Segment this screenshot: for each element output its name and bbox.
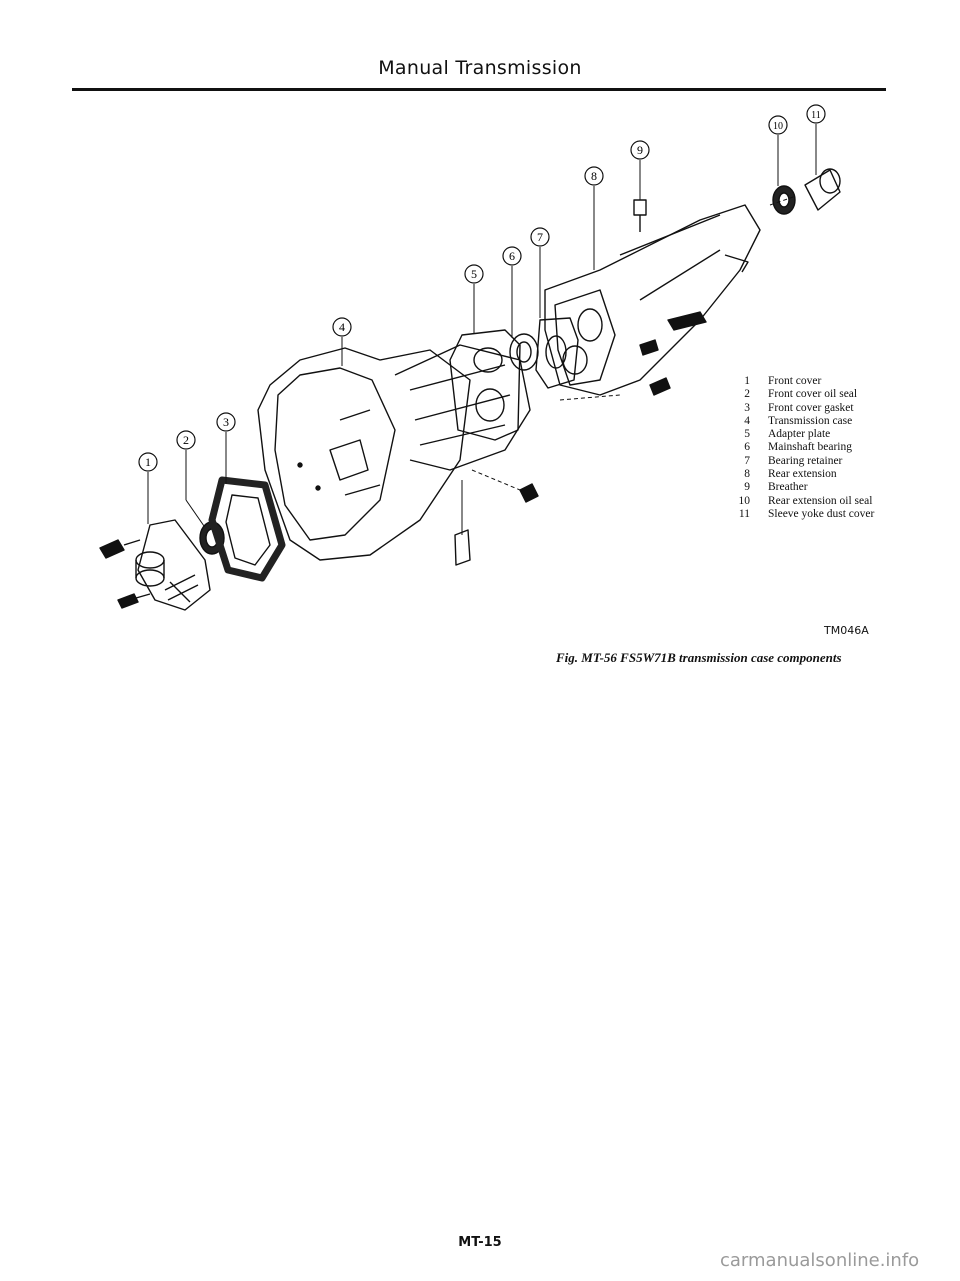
page-header-title: Manual Transmission [378, 57, 582, 79]
sleeve-yoke-dust-cover-drawing [804, 168, 841, 211]
legend-number: 8 [744, 468, 750, 481]
callout-6: 6 [502, 246, 522, 266]
legend-row: 9 Breather [722, 481, 874, 494]
legend-part-name: Front cover oil seal [768, 388, 858, 401]
callout-leader-lines [147, 124, 817, 535]
front-cover-drawing [99, 519, 211, 611]
figure-code: TM046A [824, 624, 869, 637]
svg-text:7: 7 [537, 230, 543, 244]
legend-row: 2 Front cover oil seal [722, 388, 874, 401]
adapter-plate-drawing [449, 329, 521, 441]
legend-row: 5 Adapter plate [722, 428, 874, 441]
legend-row: 10 Rear extension oil seal [722, 495, 874, 508]
exploded-view-diagram: 1 2 3 4 5 6 7 8 9 10 11 [99, 104, 841, 611]
svg-text:1: 1 [145, 455, 151, 469]
legend-row: 8 Rear extension [722, 468, 874, 481]
svg-text:10: 10 [773, 121, 783, 132]
callout-3: 3 [216, 412, 236, 432]
rear-extension-drawing [544, 204, 761, 396]
svg-text:9: 9 [637, 143, 643, 157]
svg-text:8: 8 [591, 169, 597, 183]
callout-11: 11 [806, 104, 826, 124]
svg-text:11: 11 [811, 110, 821, 121]
parts-legend: 1 Front cover 2 Front cover oil seal 3 Fron… [722, 375, 875, 521]
legend-number: 5 [744, 428, 750, 441]
callout-5: 5 [464, 264, 484, 284]
legend-row: 11 Sleeve yoke dust cover [722, 508, 874, 521]
legend-part-name: Rear extension [768, 468, 837, 481]
legend-number: 7 [744, 454, 750, 467]
callout-8: 8 [584, 166, 604, 186]
svg-text:6: 6 [509, 249, 515, 263]
legend-part-name: Bearing retainer [768, 454, 843, 467]
callout-2: 2 [176, 430, 196, 450]
legend-number: 9 [744, 481, 750, 494]
legend-number: 6 [744, 441, 750, 454]
legend-row: 4 Transmission case [722, 415, 874, 428]
legend-part-name: Breather [768, 481, 808, 494]
legend-row: 3 Front cover gasket [722, 402, 874, 415]
legend-part-name: Rear extension oil seal [768, 494, 873, 507]
legend-number: 1 [744, 375, 750, 387]
legend-part-name: Adapter plate [768, 428, 831, 441]
callout-9: 9 [630, 140, 650, 160]
legend-part-name: Transmission case [768, 414, 853, 427]
page-number: MT-15 [458, 1235, 502, 1250]
legend-number: 2 [744, 388, 750, 401]
breather-drawing [633, 199, 647, 232]
header-rule [72, 88, 886, 91]
callout-4: 4 [332, 317, 352, 337]
svg-text:4: 4 [339, 320, 345, 334]
callout-10: 10 [768, 115, 788, 135]
svg-text:5: 5 [471, 267, 477, 281]
legend-number: 11 [738, 507, 750, 520]
legend-row: 6 Mainshaft bearing [722, 441, 874, 454]
legend-part-name: Mainshaft bearing [768, 441, 852, 454]
legend-number: 10 [738, 494, 751, 507]
legend-number: 4 [744, 414, 750, 427]
svg-text:2: 2 [183, 433, 189, 447]
legend-part-name: Front cover [768, 375, 822, 387]
legend-number: 3 [744, 401, 750, 414]
legend-row: 1 Front cover [722, 375, 874, 388]
mainshaft-bearing-drawing [509, 333, 539, 371]
front-cover-gasket-drawing [208, 476, 286, 582]
callout-7: 7 [530, 227, 550, 247]
figure-caption: Fig. MT-56 FS5W71B transmission case com… [556, 650, 842, 665]
transmission-case-drawing [257, 344, 539, 566]
legend-part-name: Front cover gasket [768, 401, 854, 414]
legend-part-name: Sleeve yoke dust cover [768, 507, 875, 520]
watermark-text: carmanualsonline.info [720, 1250, 920, 1271]
legend-row: 7 Bearing retainer [722, 455, 874, 468]
callout-1: 1 [138, 452, 158, 472]
svg-text:3: 3 [223, 415, 229, 429]
